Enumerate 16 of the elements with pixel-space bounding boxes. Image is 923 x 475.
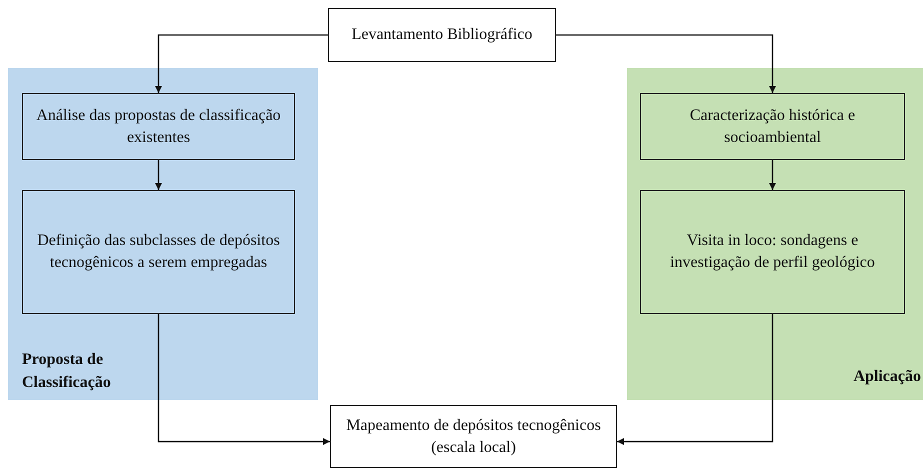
group-panel — [8, 68, 318, 400]
arrow — [158, 314, 330, 446]
process-box: Visita in loco: sondagens e investigação de perfil geológico — [640, 190, 905, 314]
group-panel — [627, 68, 923, 400]
panel-heading: Aplicação — [853, 366, 921, 387]
arrow — [155, 34, 328, 93]
arrow — [769, 160, 776, 190]
process-box: Análise das propostas de classificação existentes — [22, 93, 295, 160]
arrow — [556, 34, 776, 93]
process-box: Mapeamento de depósitos tecnogênicos (escala local) — [330, 405, 617, 468]
process-box: Definição das subclasses de depósitos tecnogênicos a serem empregadas — [22, 190, 295, 314]
process-box: Caracterização histórica e socioambiental — [640, 93, 905, 160]
arrow — [617, 314, 774, 446]
panel-heading: Proposta de Classificação — [22, 350, 112, 393]
arrow — [155, 160, 162, 190]
process-box: Levantamento Bibliográfico — [328, 8, 556, 62]
